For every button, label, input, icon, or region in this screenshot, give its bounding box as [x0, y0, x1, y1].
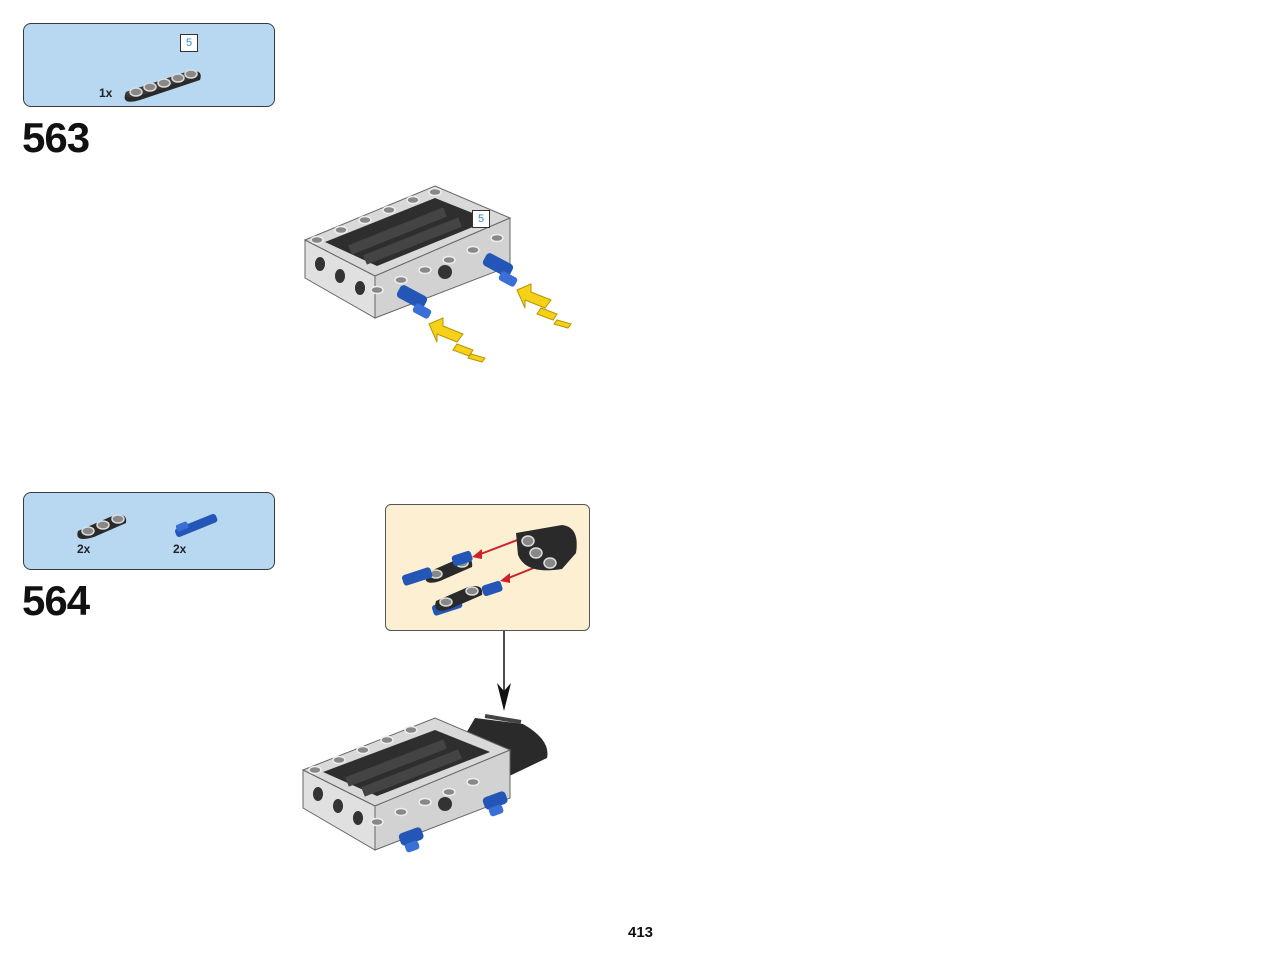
page-number: 413 — [628, 924, 654, 941]
blue-pin-icon — [175, 513, 218, 537]
frame-assembly-illustration — [301, 714, 548, 853]
down-arrow-icon — [497, 631, 511, 711]
parts-list-step-563: 5 1x — [23, 23, 275, 107]
length-badge: 5 — [180, 34, 198, 52]
sub-assembly-illustration — [401, 525, 577, 616]
length-badge: 5 — [472, 210, 490, 228]
beam-5-icon — [124, 69, 201, 102]
part-quantity: 2x — [173, 542, 187, 556]
part-quantity: 2x — [77, 542, 91, 556]
frame-assembly-illustration — [303, 185, 572, 363]
part-quantity: 1x — [99, 86, 113, 100]
step-number: 563 — [22, 114, 90, 161]
step-number: 564 — [22, 577, 90, 624]
sub-assembly-callout — [385, 504, 590, 631]
parts-list-step-564: 2x 2x — [23, 492, 275, 570]
beam-3-icon — [77, 514, 127, 539]
